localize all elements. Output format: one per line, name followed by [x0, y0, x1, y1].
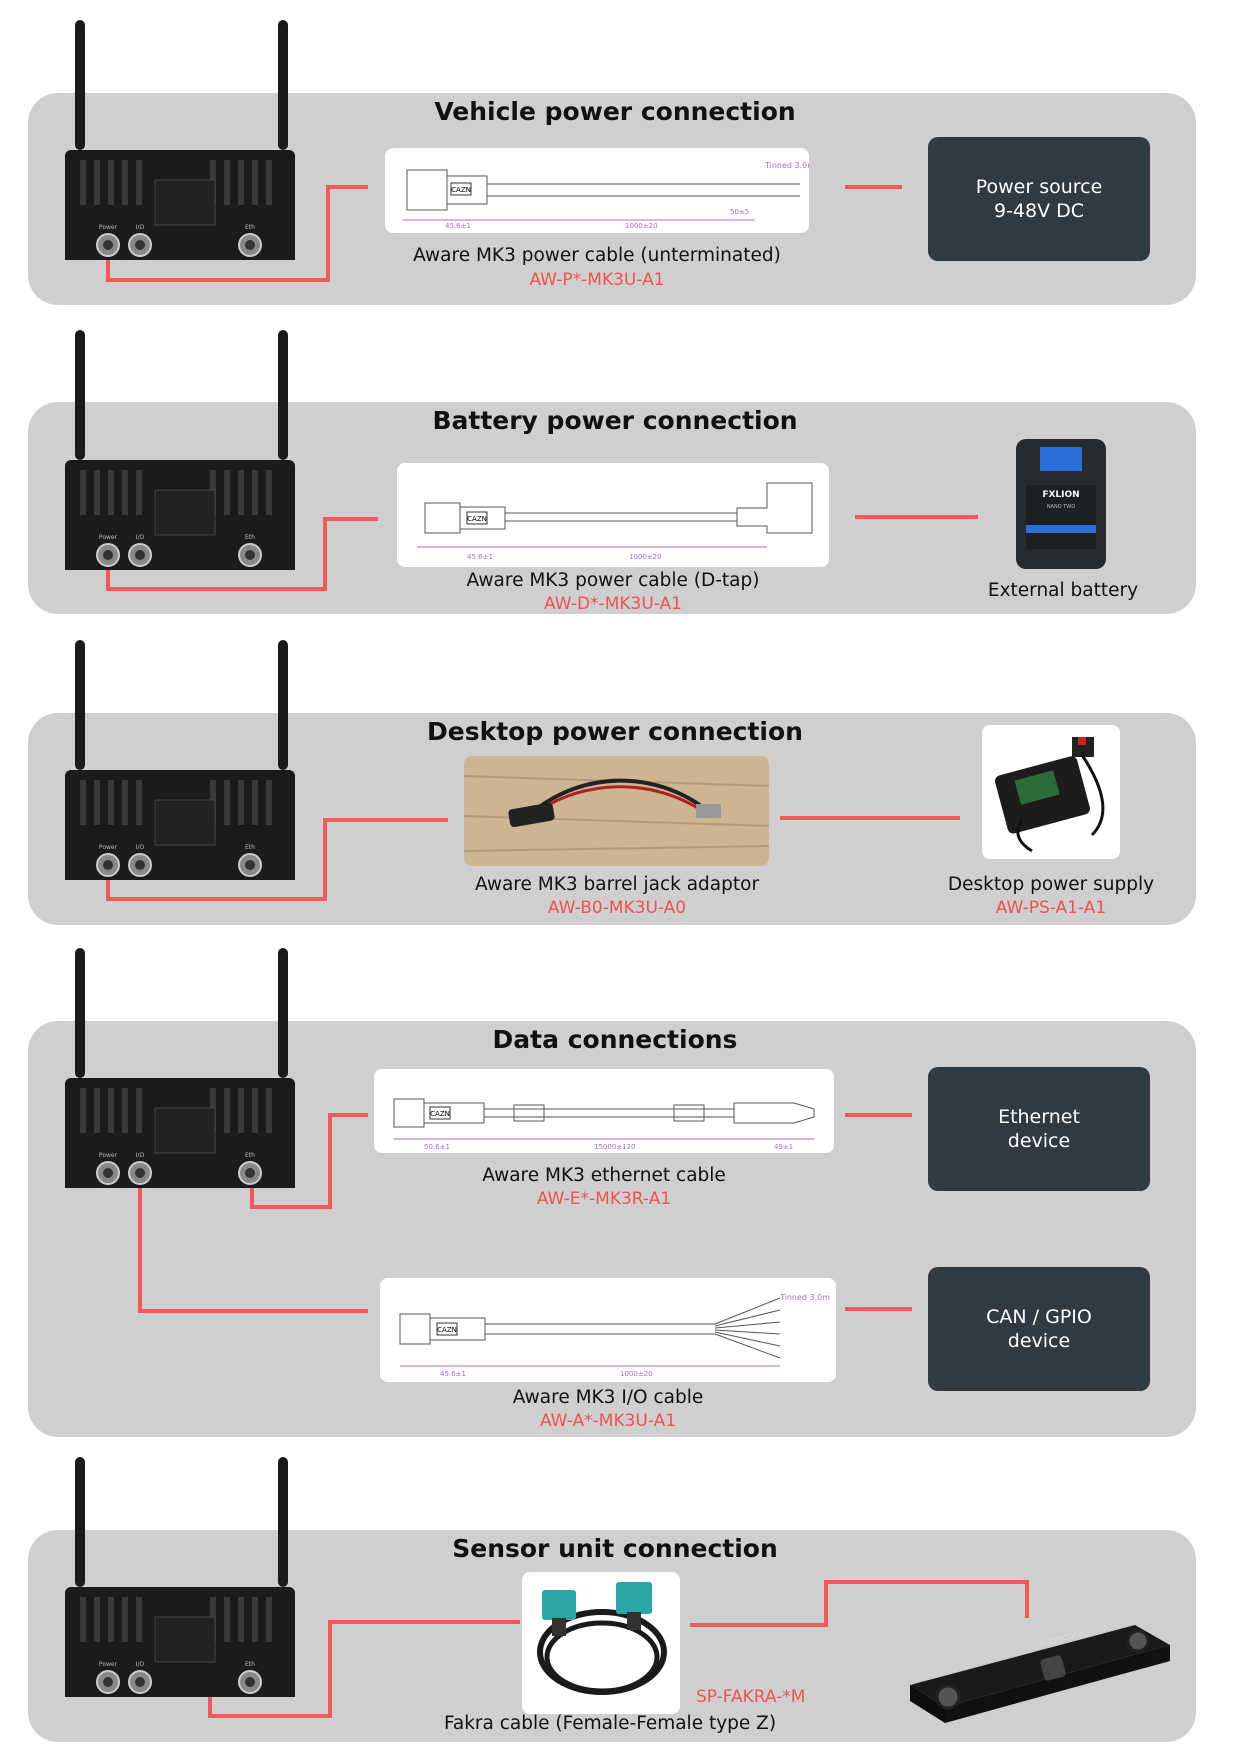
barrel-jack-adaptor-image — [464, 756, 769, 866]
can-gpio-device-line2: device — [1007, 1330, 1071, 1352]
dim-eth-connector-text: 50.6±1 — [424, 1143, 450, 1151]
data-title: Data connections — [492, 1025, 738, 1054]
router-port-label: I/O — [136, 224, 145, 231]
tinned-text: Tinned 3.0m — [764, 161, 809, 170]
power-source-line2: 9-48V DC — [993, 200, 1085, 222]
vehicle-cable-drawing: CAZN Tinned 3.0m 45.6±1 1000±20 50±5 — [385, 148, 809, 233]
router-desktop: Power I/O Eth — [65, 640, 295, 880]
tinned-text: Tinned 3.0m — [779, 1293, 830, 1302]
external-battery-label: External battery — [987, 580, 1139, 601]
connector-brand-text: CAZN — [437, 1326, 457, 1334]
router-port-label: Eth — [245, 1152, 255, 1159]
connector-brand-text: CAZN — [467, 515, 487, 523]
dim-cable-text: 1000±20 — [625, 222, 658, 230]
desktop-supply-label: Desktop power supply — [947, 874, 1155, 895]
fakra-cable-code: SP-FAKRA-*M — [696, 1687, 806, 1707]
external-battery-image: FXLION NANO TWO — [1012, 435, 1110, 573]
fakra-cable-label: Fakra cable (Female-Female type Z) — [443, 1713, 777, 1734]
wire-sensor-fakra — [208, 1620, 520, 1718]
dim-cable-text: 1000±20 — [620, 1370, 653, 1378]
battery-cable-label: Aware MK3 power cable (D-tap) — [466, 570, 760, 591]
router-battery: Power I/O Eth — [65, 330, 295, 570]
connector-brand-text: CAZN — [451, 186, 471, 194]
power-source-line1: Power source — [975, 176, 1103, 198]
vehicle-title: Vehicle power connection — [434, 97, 796, 126]
battery-brand-text: FXLION — [1042, 490, 1079, 500]
router-sensor: Power I/O Eth — [65, 1457, 295, 1697]
sensor-unit-image: slamcore — [900, 1605, 1190, 1725]
dim-connector-text: 45.6±1 — [467, 553, 493, 561]
router-port-label: I/O — [136, 844, 145, 851]
router-port-label: Power — [99, 1152, 118, 1159]
ethernet-device-line2: device — [1007, 1130, 1071, 1152]
wire-sensor-unit — [690, 1580, 1029, 1627]
ethernet-device-box: Ethernet device — [928, 1067, 1150, 1191]
wire-desktop-power — [106, 818, 448, 901]
dim-connector-text: 45.6±1 — [440, 1370, 466, 1378]
power-source-box: Power source 9-48V DC — [928, 137, 1150, 261]
desktop-title: Desktop power connection — [427, 717, 803, 746]
wire-battery-power — [106, 517, 378, 591]
vehicle-cable-code: AW-P*-MK3U-A1 — [529, 270, 665, 290]
io-cable-code: AW-A*-MK3U-A1 — [539, 1411, 677, 1431]
wire-data-io — [138, 1172, 368, 1313]
router-port-label: I/O — [136, 534, 145, 541]
battery-model-text: NANO TWO — [1047, 504, 1075, 510]
battery-cable-code: AW-D*-MK3U-A1 — [544, 594, 682, 614]
router-vehicle: Power I/O Eth — [65, 20, 295, 260]
router-port-label: Eth — [245, 844, 255, 851]
connector-brand-text: CAZN — [430, 1110, 450, 1118]
router-port-label: Power — [99, 534, 118, 541]
dim-strip-text: 50±5 — [730, 208, 749, 216]
wire-data-eth — [250, 1113, 368, 1209]
router-port-label: Power — [99, 844, 118, 851]
router-port-label: Eth — [245, 534, 255, 541]
dim-eth-plug-text: 49±1 — [774, 1143, 793, 1151]
wire-vehicle-power — [106, 185, 368, 282]
desktop-power-supply-image — [982, 725, 1120, 859]
router-port-label: Power — [99, 224, 118, 231]
router-port-label: I/O — [136, 1661, 145, 1668]
io-cable-label: Aware MK3 I/O cable — [512, 1387, 704, 1408]
ethernet-cable-label: Aware MK3 ethernet cable — [482, 1165, 726, 1186]
battery-title: Battery power connection — [432, 406, 798, 435]
router-port-label: I/O — [136, 1152, 145, 1159]
router-data: Power I/O Eth — [65, 948, 295, 1188]
router-port-label: Eth — [245, 224, 255, 231]
dim-cable-text: 1000±20 — [629, 553, 662, 561]
vehicle-cable-label: Aware MK3 power cable (unterminated) — [413, 245, 781, 266]
barrel-jack-label: Aware MK3 barrel jack adaptor — [474, 874, 760, 895]
router-port-label: Power — [99, 1661, 118, 1668]
io-cable-drawing: CAZN Tinned 3.0m 45.6±1 1000±20 — [380, 1278, 836, 1382]
can-gpio-device-line1: CAN / GPIO — [986, 1306, 1092, 1328]
dim-connector-text: 45.6±1 — [445, 222, 471, 230]
fakra-cable-image — [522, 1572, 680, 1714]
desktop-supply-code: AW-PS-A1-A1 — [995, 898, 1107, 918]
barrel-jack-code: AW-B0-MK3U-A0 — [547, 898, 687, 918]
dim-eth-cable-text: 15000±120 — [594, 1143, 636, 1151]
ethernet-cable-drawing: CAZN 50.6±1 15000±120 49±1 — [374, 1069, 834, 1153]
sensor-title: Sensor unit connection — [452, 1534, 778, 1563]
battery-cable-drawing: CAZN 45.6±1 1000±20 — [397, 463, 829, 567]
ethernet-cable-code: AW-E*-MK3R-A1 — [536, 1189, 672, 1209]
can-gpio-device-box: CAN / GPIO device — [928, 1267, 1150, 1391]
ethernet-device-line1: Ethernet — [998, 1106, 1080, 1128]
router-port-label: Eth — [245, 1661, 255, 1668]
